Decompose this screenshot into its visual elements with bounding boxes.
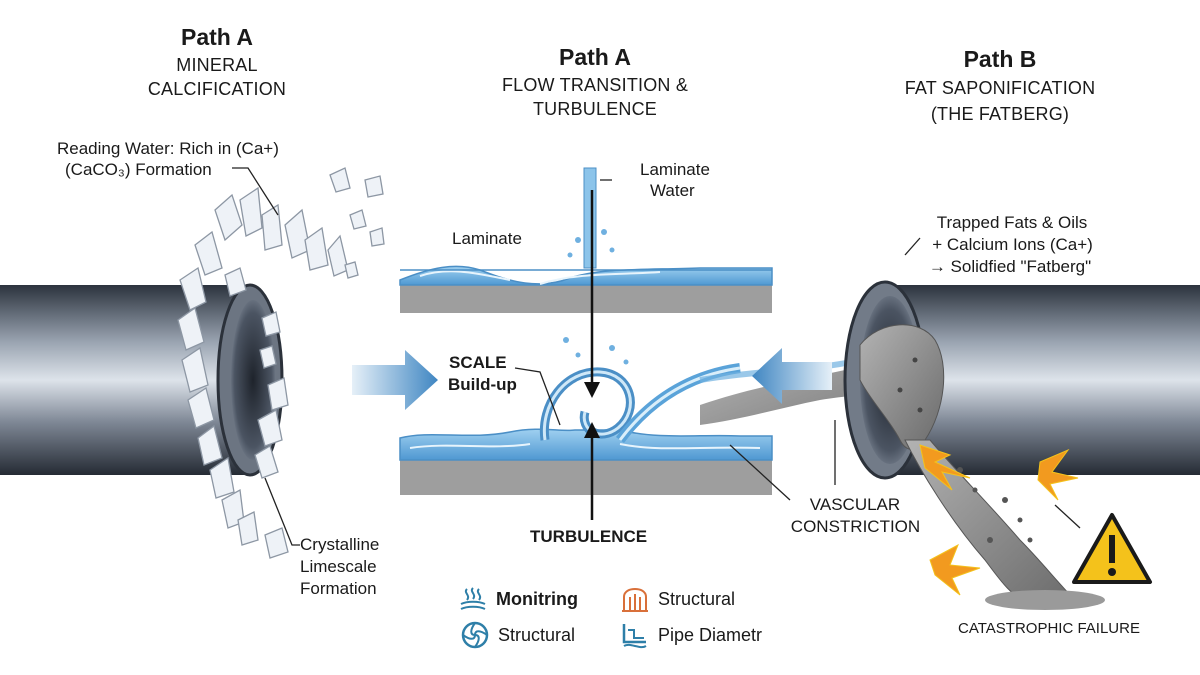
leader-lines	[232, 167, 1081, 546]
flow-arrow-left	[352, 350, 438, 410]
legend-structural-bottom-label: Structural	[498, 624, 576, 645]
pressure-arrows	[584, 190, 600, 520]
laminate-label: Laminate	[452, 229, 522, 248]
legend-structural-bottom: Structural	[460, 620, 575, 650]
vascular-label-2: CONSTRICTION	[790, 517, 921, 536]
right-header-title: Path B	[963, 46, 1037, 72]
left-header-title: Path A	[181, 24, 253, 50]
left-header-line2: CALCIFICATION	[147, 79, 287, 99]
trapped-fats-label-3: → Solidfied "Fatberg"	[928, 257, 1092, 276]
legend-structural-top: Structural	[620, 585, 735, 613]
legend-structural-top-label: Structural	[658, 588, 736, 609]
steam-icon	[460, 587, 486, 610]
pipe-diameter-icon	[622, 624, 647, 649]
aperture-icon	[461, 621, 489, 649]
legend-pipe-diameter-label: Pipe Diametr	[658, 624, 763, 645]
right-header-line1: FAT SAPONIFICATION	[904, 78, 1096, 98]
crystalline-label-2: Limescale	[300, 557, 377, 576]
left-header-line1: MINERAL	[176, 55, 258, 75]
upper-channel	[399, 265, 773, 313]
scale-label-2: Build-up	[448, 375, 517, 394]
turbulence-label: TURBULENCE	[530, 527, 648, 546]
lower-channel	[399, 428, 773, 495]
crystalline-label-3: Formation	[300, 579, 377, 598]
crystalline-label-1: Crystalline	[300, 535, 380, 554]
structure-icon	[622, 587, 648, 612]
reading-water-label-2: (CaCO₃) Formation	[65, 160, 212, 179]
failure-sparks	[919, 444, 1079, 596]
legend-monitoring-label: Monitring	[496, 588, 578, 609]
left-pipe	[0, 283, 284, 477]
trapped-fats-label-2: + Calcium Ions (Ca+)	[932, 235, 1093, 254]
legend-monitoring: Monitring	[458, 585, 578, 613]
center-header-line2: TURBULENCE	[532, 99, 658, 119]
scale-label-1: SCALE	[449, 353, 507, 372]
laminate-water-label-2: Water	[650, 181, 695, 200]
warning-icon	[1072, 513, 1152, 584]
trapped-fats-label-1: Trapped Fats & Oils	[936, 213, 1088, 232]
center-header-title: Path A	[559, 44, 631, 70]
vascular-label-1: VASCULAR	[809, 495, 901, 514]
laminate-water-label-1: Laminate	[640, 160, 710, 179]
limescale-crystals	[177, 167, 385, 559]
center-header-line1: FLOW TRANSITION &	[501, 75, 689, 95]
right-header-line2: (THE FATBERG)	[930, 104, 1070, 124]
falling-stream	[563, 167, 629, 365]
legend-pipe-diameter: Pipe Diametr	[620, 620, 762, 650]
reading-water-label-1: Reading Water: Rich in (Ca+)	[57, 139, 279, 158]
flow-arrow-right	[752, 348, 832, 404]
catastrophic-failure-label: CATASTROPHIC FAILURE	[958, 620, 1140, 637]
